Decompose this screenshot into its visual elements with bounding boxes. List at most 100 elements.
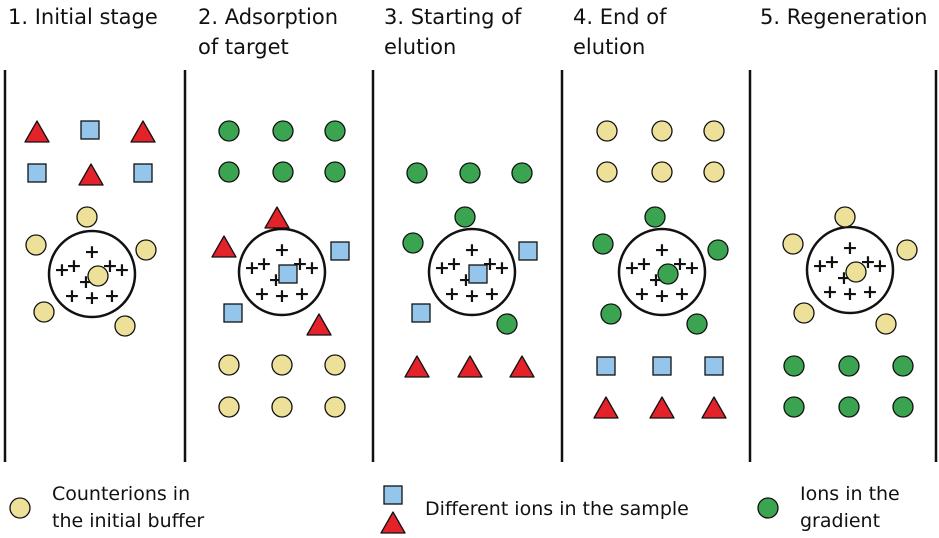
legend-square-icon xyxy=(383,485,403,505)
positive-charge: + xyxy=(842,283,858,305)
positive-charge: + xyxy=(274,285,290,307)
positive-charge: + xyxy=(66,255,82,277)
counterion xyxy=(76,206,98,228)
counterion xyxy=(135,239,157,261)
gradient-ion xyxy=(783,396,805,418)
legend-counterions-label: Counterions in the initial buffer xyxy=(52,483,205,532)
sample-ion-square xyxy=(80,120,100,140)
sample-ion-triangle xyxy=(509,355,535,378)
positive-charge: + xyxy=(434,257,450,279)
positive-charge: + xyxy=(444,283,460,305)
positive-charge: + xyxy=(244,257,260,279)
counterion xyxy=(896,239,918,261)
positive-charge: + xyxy=(636,253,652,275)
positive-charge: + xyxy=(674,283,690,305)
counterion xyxy=(793,302,815,324)
bead-stage-1: +++++++++ xyxy=(47,229,137,319)
legend-icons xyxy=(9,485,779,534)
sample-ion-triangle xyxy=(457,355,483,378)
counterion xyxy=(782,233,804,255)
positive-charge: + xyxy=(464,239,480,261)
positive-charge: + xyxy=(684,257,700,279)
positive-charge: + xyxy=(624,257,640,279)
positive-charge: + xyxy=(654,239,670,261)
legend-gradient-ions-label: Ions in the gradient xyxy=(800,483,900,532)
sample-ion-triangle xyxy=(24,120,50,143)
sample-ion-square xyxy=(27,163,47,183)
positive-charge: + xyxy=(484,283,500,305)
positive-charge: + xyxy=(254,283,270,305)
gradient-ion xyxy=(511,162,533,184)
gradient-ion xyxy=(496,313,518,335)
ions xyxy=(24,120,918,419)
ions-stage-5 xyxy=(782,206,918,418)
counterion xyxy=(703,120,725,142)
counterion xyxy=(324,396,346,418)
stage-title-3: 3. Starting of elution xyxy=(384,5,522,59)
stage-title-1: 1. Initial stage xyxy=(8,5,158,29)
gradient-ion xyxy=(686,313,708,335)
legend-counterion-icon xyxy=(9,497,31,519)
sample-ion-triangle xyxy=(130,120,156,143)
stage-title-2: 2. Adsorption of target xyxy=(198,5,339,59)
gradient-ion xyxy=(324,120,346,142)
stage-title-5: 5. Regeneration xyxy=(760,5,928,29)
gradient-ion xyxy=(838,396,860,418)
sample-ion-square xyxy=(278,264,298,284)
gradient-ion xyxy=(459,162,481,184)
gradient-ion xyxy=(592,233,614,255)
sample-ion-triangle xyxy=(701,396,727,419)
bead-stage-5: +++++++++ xyxy=(805,225,895,315)
positive-charge: + xyxy=(64,285,80,307)
legend-gradient-ion-icon xyxy=(757,497,779,519)
counterion xyxy=(875,313,897,335)
ions-stage-2 xyxy=(211,120,350,418)
sample-ion-square xyxy=(133,163,153,183)
gradient-ion xyxy=(218,120,240,142)
ions-stage-1 xyxy=(24,120,157,337)
positive-charge: + xyxy=(634,283,650,305)
bead-stage-2: +++++++++ xyxy=(237,227,327,317)
sample-ion-square xyxy=(330,241,350,261)
counterion xyxy=(271,396,293,418)
positive-charge: + xyxy=(446,253,462,275)
legend-triangle-icon xyxy=(380,511,406,534)
counterion xyxy=(596,161,618,183)
legend-sample-ions-label: Different ions in the sample xyxy=(425,498,689,520)
sample-ion-square xyxy=(652,356,672,376)
gradient-ion xyxy=(402,232,424,254)
ions-stage-3 xyxy=(402,162,538,378)
counterion xyxy=(651,161,673,183)
gradient-ion xyxy=(838,355,860,377)
counterion xyxy=(845,261,867,283)
positive-charge: + xyxy=(464,285,480,307)
gradient-ion xyxy=(783,355,805,377)
column-walls xyxy=(3,70,938,462)
gradient-ion xyxy=(324,161,346,183)
counterion xyxy=(218,396,240,418)
counterion xyxy=(651,120,673,142)
gradient-ion xyxy=(600,303,622,325)
counterion xyxy=(834,206,856,228)
positive-charge: + xyxy=(842,237,858,259)
counterion xyxy=(33,301,55,323)
positive-charge: + xyxy=(304,257,320,279)
positive-charge: + xyxy=(104,285,120,307)
counterion xyxy=(324,354,346,376)
positive-charge: + xyxy=(256,253,272,275)
gradient-ion xyxy=(892,355,914,377)
positive-charge: + xyxy=(84,241,100,263)
gradient-ion xyxy=(272,120,294,142)
gradient-ion xyxy=(272,161,294,183)
gradient-ion xyxy=(707,239,729,261)
counterion xyxy=(271,354,293,376)
sample-ion-square xyxy=(411,303,431,323)
positive-charge: + xyxy=(294,283,310,305)
bead-stage-3: +++++++++ xyxy=(427,227,517,317)
sample-ion-triangle xyxy=(211,235,237,258)
gradient-ion xyxy=(454,206,476,228)
counterion xyxy=(87,265,109,287)
gradient-ion xyxy=(657,263,679,285)
sample-ion-square xyxy=(468,264,488,284)
